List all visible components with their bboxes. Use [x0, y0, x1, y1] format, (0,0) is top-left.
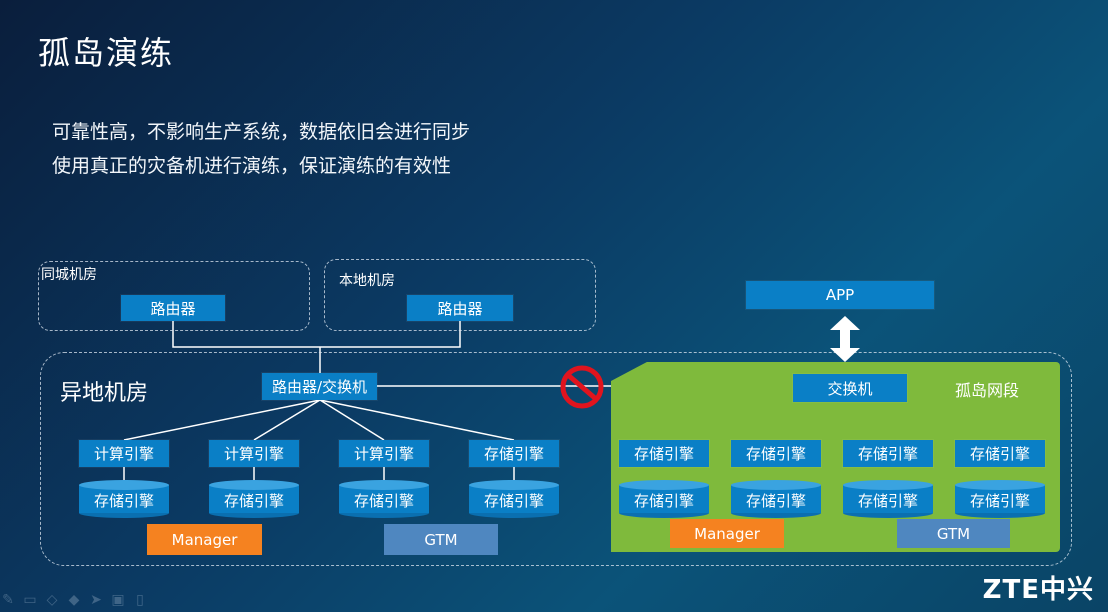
remote-engine-1: 计算引擎 [79, 440, 169, 467]
island-storage-1-label: 存储引擎 [633, 492, 694, 510]
remote-storage-4-label: 存储引擎 [483, 492, 544, 510]
core-switch-label: 路由器/交换机 [271, 378, 368, 396]
remote-engine-2: 计算引擎 [209, 440, 299, 467]
remote-room-label: 异地机房 [60, 381, 149, 406]
remote-engine-2-label: 计算引擎 [223, 445, 284, 463]
island-gtm: GTM [897, 519, 1010, 548]
pen-icon[interactable]: ✎ [2, 592, 14, 608]
remote-storage-1-label: 存储引擎 [93, 492, 154, 510]
page-title: 孤岛演练 [38, 34, 175, 72]
eraser-icon[interactable]: ◇ [46, 592, 58, 608]
island-storage-1: 存储引擎 [618, 479, 710, 519]
island-engine-3: 存储引擎 [843, 440, 933, 467]
island-engine-4: 存储引擎 [955, 440, 1045, 467]
presenter-toolbar: ✎ ▭ ◇ ◆ ➤ ▣ ▯ [0, 592, 148, 608]
island-engine-3-label: 存储引擎 [857, 445, 918, 463]
zte-logo: ZTE中兴 [982, 575, 1094, 605]
island-gtm-label: GTM [936, 524, 971, 543]
router-link-line [172, 320, 461, 348]
remote-gtm-label: GTM [424, 530, 458, 549]
same-city-router-label: 路由器 [150, 299, 196, 318]
subtitle-line-1: 可靠性高，不影响生产系统，数据依旧会进行同步 [52, 121, 471, 143]
block-icon [560, 365, 604, 409]
island-manager: Manager [670, 519, 784, 548]
local-router-label: 路由器 [437, 299, 483, 318]
remote-storage-1: 存储引擎 [78, 479, 170, 519]
local-router: 路由器 [407, 295, 513, 321]
remote-engine-1-label: 计算引擎 [93, 445, 154, 463]
same-city-router: 路由器 [121, 295, 225, 321]
remote-engine-3: 计算引擎 [339, 440, 429, 467]
island-engine-1-label: 存储引擎 [633, 445, 694, 463]
remote-manager: Manager [147, 524, 262, 555]
local-room [324, 259, 596, 331]
core-switch: 路由器/交换机 [262, 373, 377, 400]
island-engine-2-label: 存储引擎 [745, 445, 806, 463]
island-manager-label: Manager [694, 524, 760, 543]
screen-icon[interactable]: ▭ [23, 592, 37, 608]
island-engine-4-label: 存储引擎 [969, 445, 1030, 463]
remote-engine-4: 存储引擎 [469, 440, 559, 467]
remote-storage-4: 存储引擎 [468, 479, 560, 519]
remote-gtm: GTM [384, 524, 498, 555]
app-label: APP [825, 286, 855, 304]
remote-engine-4-label: 存储引擎 [483, 445, 544, 463]
phone-icon[interactable]: ▯ [136, 592, 144, 608]
same-city-room [38, 261, 310, 331]
highlighter-icon[interactable]: ◆ [68, 592, 80, 608]
island-switch: 交换机 [793, 374, 907, 402]
remote-engine-3-label: 计算引擎 [353, 445, 414, 463]
island-switch-label: 交换机 [827, 379, 873, 398]
remote-manager-label: Manager [171, 530, 238, 549]
island-engine-2: 存储引擎 [731, 440, 821, 467]
island-storage-3-label: 存储引擎 [857, 492, 918, 510]
island-storage-2-label: 存储引擎 [745, 492, 806, 510]
subtitle-line-2: 使用真正的灾备机进行演练，保证演练的有效性 [52, 155, 452, 177]
island-label: 孤岛网段 [955, 381, 1020, 400]
local-room-label: 本地机房 [339, 273, 395, 289]
same-city-room-label: 同城机房 [41, 267, 97, 283]
app-box: APP [746, 281, 934, 309]
island-storage-2: 存储引擎 [730, 479, 822, 519]
island-storage-4-label: 存储引擎 [969, 492, 1030, 510]
remote-storage-2-label: 存储引擎 [223, 492, 284, 510]
remote-storage-3: 存储引擎 [338, 479, 430, 519]
camera-icon[interactable]: ▣ [111, 592, 125, 608]
remote-room [40, 352, 1072, 566]
island-engine-1: 存储引擎 [619, 440, 709, 467]
island-storage-4: 存储引擎 [954, 479, 1046, 519]
remote-storage-2: 存储引擎 [208, 479, 300, 519]
island-storage-3: 存储引擎 [842, 479, 934, 519]
remote-storage-3-label: 存储引擎 [353, 492, 414, 510]
bidirectional-arrow-icon [830, 316, 860, 362]
pointer-icon[interactable]: ➤ [90, 592, 102, 608]
